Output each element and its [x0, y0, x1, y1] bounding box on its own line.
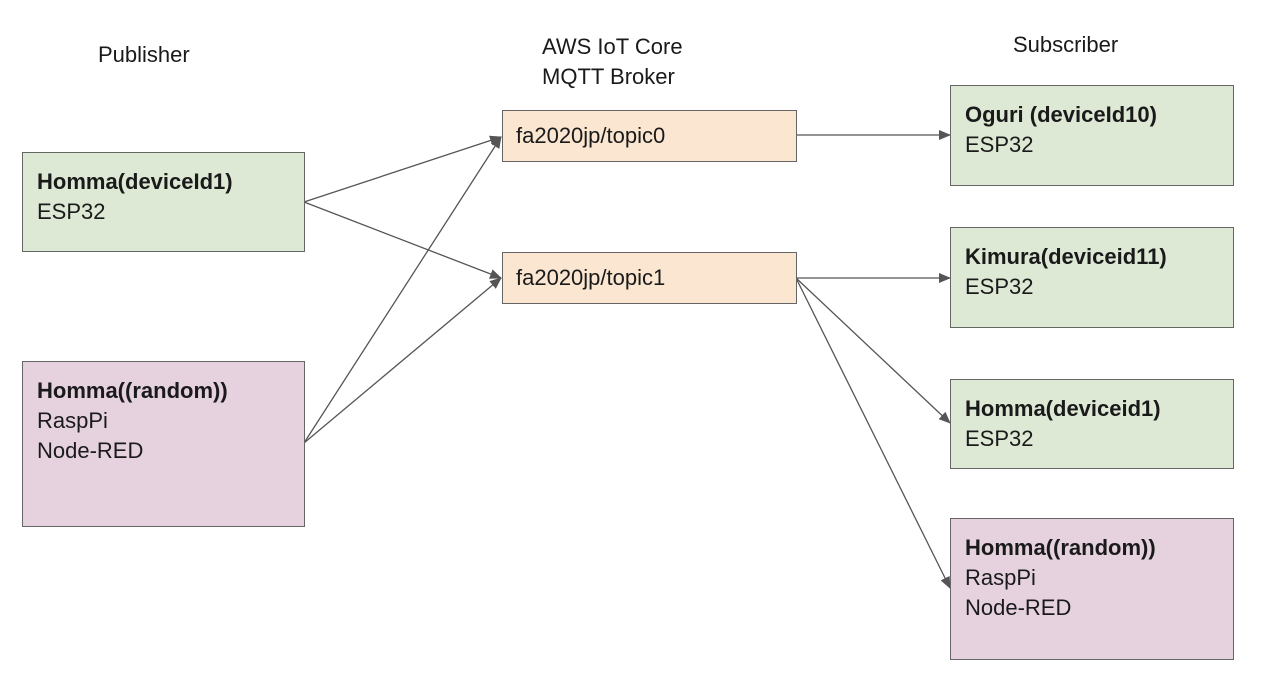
publisher-heading: Publisher [98, 42, 190, 67]
subscriber-node-homma-deviceid1: Homma(deviceid1) ESP32 [950, 379, 1234, 469]
edge-publisher2-topic1 [303, 277, 502, 444]
node-detail: Node-RED [965, 595, 1072, 620]
node-detail: ESP32 [965, 426, 1034, 451]
publisher-node-homma-deviceid1: Homma(deviceId1) ESP32 [22, 152, 305, 252]
node-detail: ESP32 [37, 199, 106, 224]
node-detail: RaspPi [37, 408, 108, 433]
node-name: Homma(deviceId1) [37, 169, 233, 194]
node-name: Oguri (deviceId10) [965, 102, 1157, 127]
topic-label: fa2020jp/topic0 [516, 123, 666, 148]
node-name: Homma(deviceid1) [965, 396, 1161, 421]
subscriber-node-kimura: Kimura(deviceid11) ESP32 [950, 227, 1234, 328]
edge-publisher2-topic0 [303, 136, 502, 444]
topic-node-topic0: fa2020jp/topic0 [502, 110, 797, 162]
subscriber-node-oguri: Oguri (deviceId10) ESP32 [950, 85, 1234, 186]
node-name: Homma((random)) [965, 535, 1156, 560]
topic-node-topic1: fa2020jp/topic1 [502, 252, 797, 304]
edge-topic1-subscriber3 [795, 277, 951, 424]
node-detail: Node-RED [37, 438, 144, 463]
node-name: Kimura(deviceid11) [965, 244, 1167, 269]
edge-publisher1-topic1 [303, 201, 502, 279]
node-detail: ESP32 [965, 274, 1034, 299]
topic-label: fa2020jp/topic1 [516, 265, 666, 290]
edge-topic1-subscriber4 [795, 277, 951, 589]
node-detail: ESP32 [965, 132, 1034, 157]
edge-publisher1-topic0 [303, 135, 502, 203]
node-name: Homma((random)) [37, 378, 228, 403]
subscriber-heading: Subscriber [1013, 32, 1119, 57]
broker-heading-line2: MQTT Broker [542, 64, 675, 89]
node-detail: RaspPi [965, 565, 1036, 590]
subscriber-node-homma-random: Homma((random)) RaspPi Node-RED [950, 518, 1234, 660]
publisher-node-homma-random: Homma((random)) RaspPi Node-RED [22, 361, 305, 527]
broker-heading-line1: AWS IoT Core [542, 34, 683, 59]
